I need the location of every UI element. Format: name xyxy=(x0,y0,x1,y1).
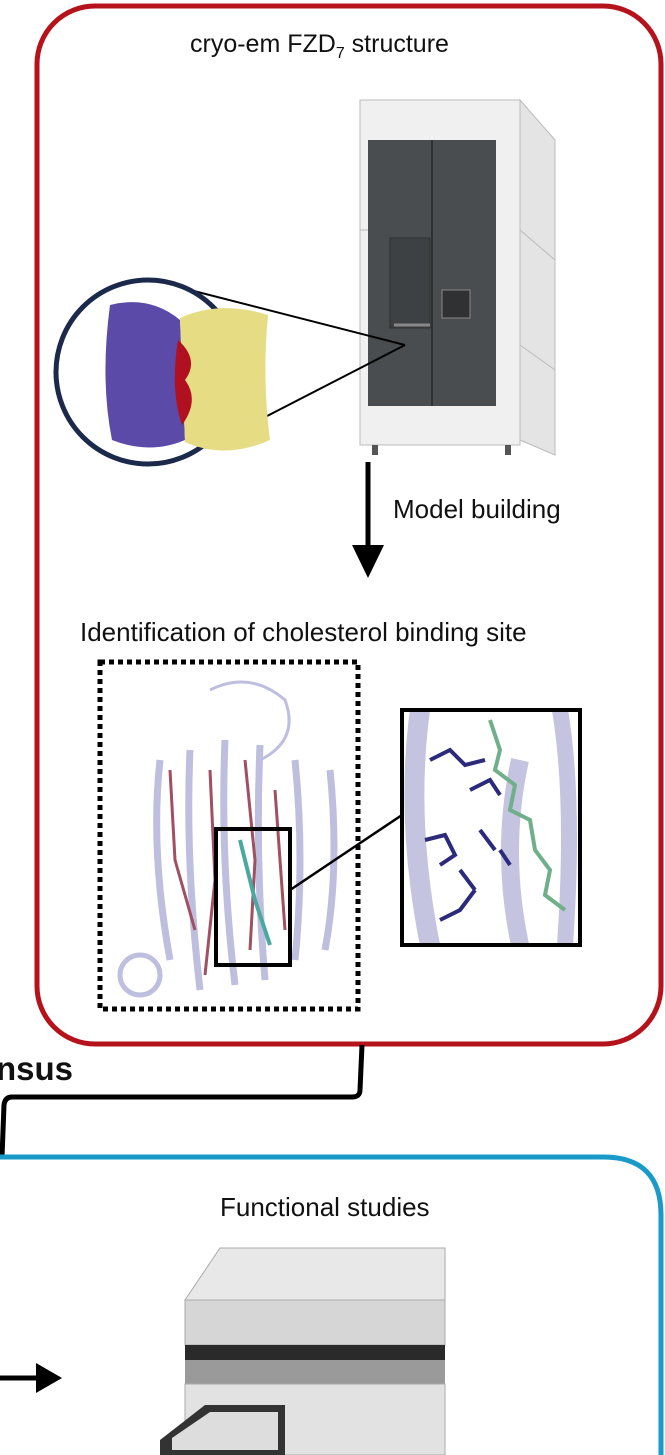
cryo-em-microscope-icon xyxy=(359,98,556,456)
zoom-line-top xyxy=(189,289,406,346)
fzd7-structure-icon xyxy=(117,680,338,998)
title-end: structure xyxy=(344,30,449,58)
arrow-right-icon xyxy=(0,1363,62,1393)
binding-site-closeup xyxy=(400,708,582,947)
functional-studies-panel xyxy=(0,1154,664,1455)
closeup-connector-line xyxy=(289,813,403,892)
consensus-connector-line xyxy=(0,1044,365,1158)
structure-overview-box xyxy=(97,659,361,1012)
cholesterol-molecules-icon xyxy=(168,759,287,976)
binding-site-highlight-box xyxy=(214,827,292,967)
cryo-em-title: cryo-em FZD7 structure xyxy=(190,30,449,63)
model-building-label: Model building xyxy=(393,494,561,524)
density-map-icon xyxy=(53,277,270,467)
bound-cholesterol-icon xyxy=(238,839,272,946)
arrow-down-icon xyxy=(352,462,384,578)
binding-site-title: Identification of cholesterol binding si… xyxy=(80,617,527,647)
consensus-label: nsus xyxy=(0,1050,74,1087)
title-main: cryo-em FZD xyxy=(190,30,336,58)
functional-studies-title: Functional studies xyxy=(220,1192,430,1222)
plate-reader-icon xyxy=(160,1247,446,1455)
title-subscript: 7 xyxy=(335,45,345,62)
cryo-em-panel xyxy=(34,3,664,1047)
